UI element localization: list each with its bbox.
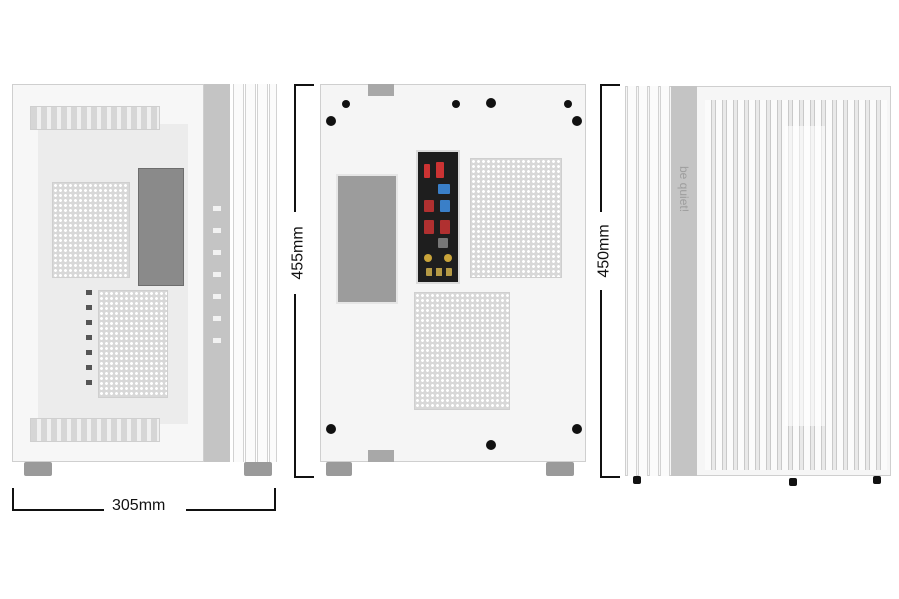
screw-hole <box>326 116 336 126</box>
screw-hole <box>572 424 582 434</box>
dimension-tick-right <box>274 488 276 511</box>
pcie-screws <box>86 290 92 392</box>
dimension-line-height-front-top <box>600 84 602 212</box>
audio-jacks <box>426 268 452 276</box>
case-foot <box>633 476 641 484</box>
fan-mesh <box>52 182 130 278</box>
rear-view <box>320 84 586 479</box>
screw-hole <box>572 116 582 126</box>
dimension-tick-left <box>12 488 14 511</box>
case-foot <box>326 462 352 476</box>
bottom-vent <box>30 418 160 442</box>
usb-blue <box>438 184 450 194</box>
side-slat <box>627 86 637 476</box>
usb-blue-2 <box>440 200 450 212</box>
front-height-dimension-label: 450mm <box>595 224 613 278</box>
side-glass-view <box>12 84 277 479</box>
dimension-line-height-front-bottom <box>600 290 602 478</box>
brand-logo: be quiet! <box>677 166 691 213</box>
screw-hole <box>486 440 496 450</box>
front-io-buttons <box>213 206 221 356</box>
screw-hole <box>326 424 336 434</box>
io-shield <box>416 150 460 284</box>
case-foot <box>546 462 574 476</box>
screw-hole <box>342 100 350 108</box>
rear-top-tab <box>368 84 394 96</box>
hdmi-port <box>424 164 430 178</box>
psu-bracket <box>138 168 184 286</box>
case-foot <box>789 478 797 486</box>
usb-red-2 <box>424 220 434 234</box>
dimension-line-width-left <box>12 509 104 511</box>
front-view: be quiet! <box>625 86 893 486</box>
displayport <box>436 162 444 178</box>
rear-fan-mesh <box>470 158 562 278</box>
front-slat <box>257 84 268 462</box>
brand-strip <box>671 86 697 476</box>
dimension-tick-front-top <box>600 84 620 86</box>
case-foot <box>244 462 272 476</box>
screw-hole <box>564 100 572 108</box>
usb-red-3 <box>440 220 450 234</box>
ethernet-port <box>438 238 448 248</box>
dimension-line-height-rear-top <box>294 84 296 212</box>
dimension-tick-rear-bottom <box>294 476 314 478</box>
psu-bay <box>336 174 398 304</box>
rear-bottom-tab <box>368 450 394 462</box>
front-slat <box>245 84 256 462</box>
pcie-slots <box>98 290 168 398</box>
case-foot <box>873 476 881 484</box>
dimension-line-height-rear-bottom <box>294 294 296 478</box>
dimension-line-width-right <box>186 509 276 511</box>
dimension-tick-rear-top <box>294 84 314 86</box>
rear-pcie-slots <box>414 292 510 410</box>
side-slat <box>638 86 648 476</box>
front-slat <box>269 84 277 462</box>
usb-red <box>424 200 434 212</box>
width-dimension-label: 305mm <box>112 497 166 514</box>
side-slat <box>660 86 670 476</box>
screw-hole <box>452 100 460 108</box>
rear-height-dimension-label: 455mm <box>289 226 307 280</box>
case-foot <box>24 462 52 476</box>
top-vent <box>30 106 160 130</box>
antenna-connector <box>444 254 452 262</box>
antenna-connector <box>424 254 432 262</box>
front-slat <box>233 84 244 462</box>
screw-hole <box>486 98 496 108</box>
side-slat <box>649 86 659 476</box>
dimension-tick-front-bottom <box>600 476 620 478</box>
front-fan-glow <box>785 126 825 426</box>
